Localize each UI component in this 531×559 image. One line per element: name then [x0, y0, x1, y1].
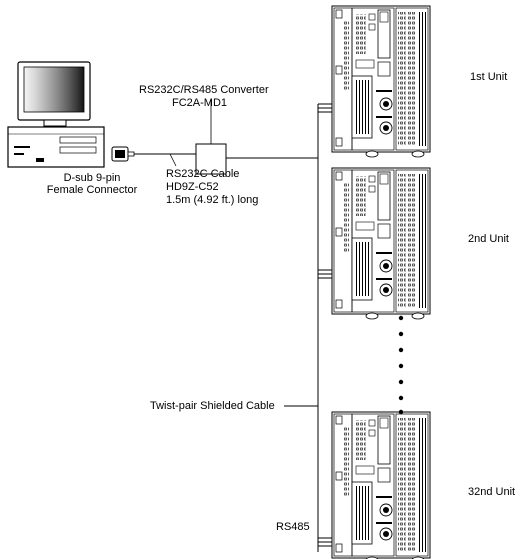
cable-length-label: 1.5m (4.92 ft.) long: [166, 194, 259, 206]
rs485-label: RS485: [276, 521, 310, 533]
dsub-connector-icon: [111, 146, 135, 162]
twisted-pair-label: Twist-pair Shielded Cable: [150, 400, 275, 412]
connector-type-label: Female Connector: [46, 184, 138, 196]
unit-label-1: 1st Unit: [470, 71, 508, 83]
converter-model-label: FC2A-MD1: [172, 97, 228, 109]
unit-label-2: 2nd Unit: [468, 233, 509, 245]
cable-label: RS232C Cable: [166, 168, 240, 180]
plc-unit-1: [331, 5, 431, 158]
plc-unit-32: [331, 411, 431, 559]
converter-label: RS232C/RS485 Converter: [139, 84, 269, 96]
plc-unit-2: [331, 167, 431, 320]
computer-icon: [7, 61, 105, 168]
connector-label: D-sub 9-pin: [63, 172, 121, 184]
unit-label-32: 32nd Unit: [468, 486, 516, 498]
rs232c-leader-line: [169, 153, 177, 167]
continuation-dots: [398, 315, 404, 415]
cable-model-label: HD9Z-C52: [166, 181, 219, 193]
